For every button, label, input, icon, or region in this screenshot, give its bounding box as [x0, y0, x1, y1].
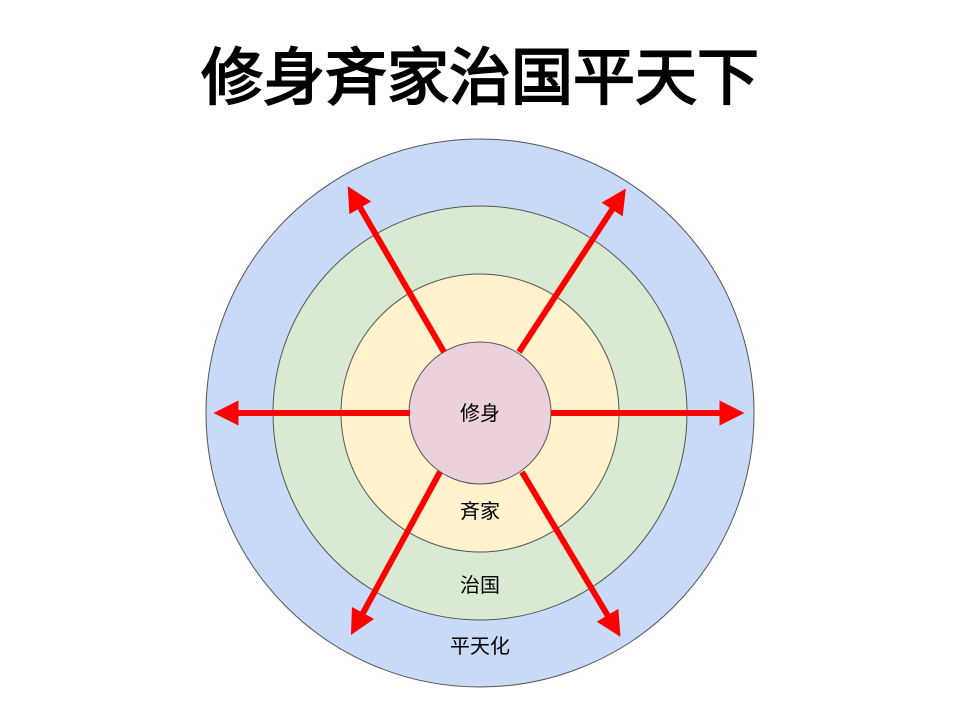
arrow-down-left [350, 470, 443, 636]
page-title: 修身斉家治国平天下 [200, 41, 759, 114]
arrow-down-right [519, 470, 621, 637]
arrow-up-right [516, 188, 626, 354]
arrows [213, 186, 745, 637]
label-pingtianxia: 平天化 [450, 634, 510, 658]
label-xiushen: 修身 [460, 401, 500, 425]
label-qijia: 斉家 [460, 499, 500, 523]
arrow-up-left [347, 186, 447, 354]
label-zhiguo: 治国 [460, 573, 500, 597]
